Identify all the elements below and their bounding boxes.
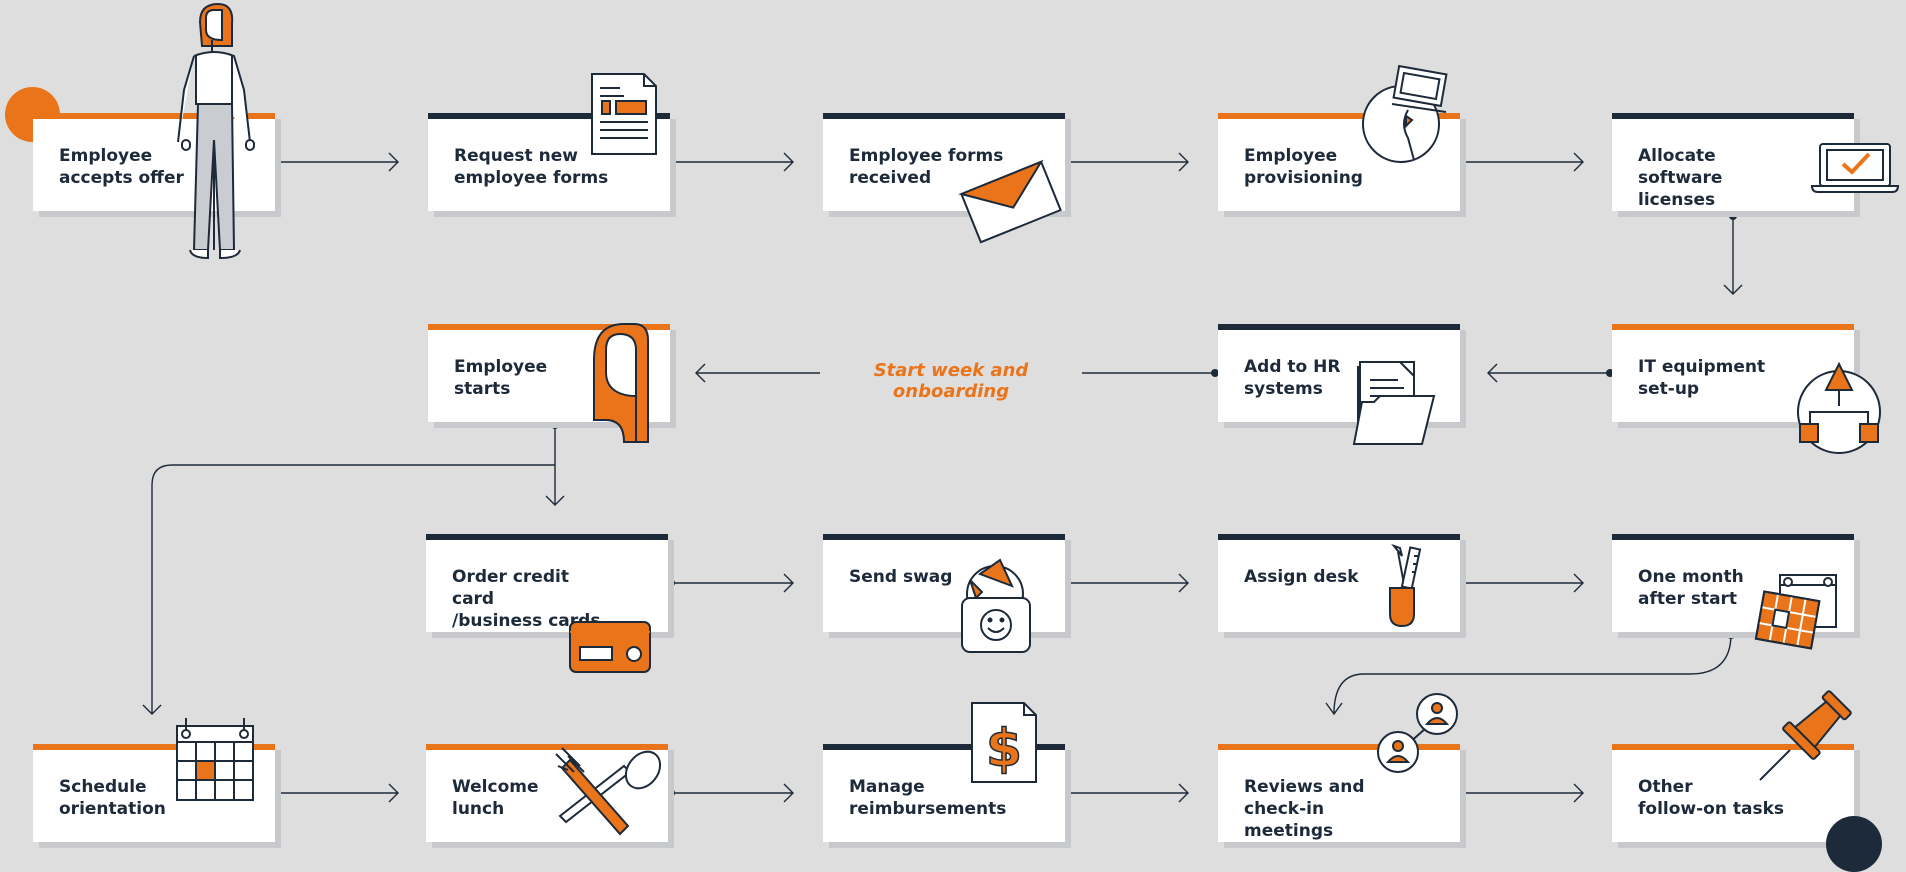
navy-circle-decoration [1826,816,1882,872]
connector-provision-licenses [1461,152,1584,172]
step-card-desk: Assign desk [1218,534,1460,632]
connector-reimburse-reviews [1066,783,1189,803]
step-label: Welcome lunch [452,777,539,819]
step-label: Request new employee forms [454,146,609,188]
connector-swag-desk [1066,573,1189,593]
step-card-request: Request new employee forms [428,113,670,211]
connector-month-reviews [1325,633,1732,716]
step-label: Manage reimbursements [849,777,1007,819]
step-card-swag: Send swag [823,534,1065,632]
step-card-cards: Order credit card /business cards [426,534,668,632]
step-card-it: IT equipment set-up [1612,324,1854,422]
step-card-reimburse: Manage reimbursements [823,744,1065,842]
connector-lunch-reimburse [671,783,794,803]
step-card-licenses: Allocate software licenses [1612,113,1854,211]
step-label: Reviews and check-in meetings [1244,777,1365,841]
step-label: Other follow-on tasks [1638,777,1785,819]
connector-orientation-lunch [276,783,399,803]
connector-dot [1211,369,1219,377]
step-card-other: Other follow-on tasks [1612,744,1854,842]
step-label: Assign desk [1244,567,1359,587]
step-card-reviews: Reviews and check-in meetings [1218,744,1460,842]
step-card-provision: Employee provisioning [1218,113,1460,211]
step-card-orientation: Schedule orientation [33,744,275,842]
connector-reviews-other [1461,783,1584,803]
step-card-lunch: Welcome lunch [426,744,668,842]
connector-request-received [671,152,794,172]
step-label: Schedule orientation [59,777,166,819]
step-label: One month after start [1638,567,1744,609]
connector-dot [1729,212,1737,220]
connector-dot [551,421,559,429]
connector-starts-orientation [142,464,555,715]
step-label: Employee accepts offer [59,146,184,188]
step-label: Employee forms received [849,146,1004,188]
step-label: Employee starts [454,357,548,399]
phase-label: Start week and onboarding [820,360,1082,402]
connector-desk-month [1461,573,1584,593]
step-card-hr: Add to HR systems [1218,324,1460,422]
step-label: Allocate software licenses [1638,146,1723,210]
step-card-starts: Employee starts [428,324,670,422]
step-card-received: Employee forms received [823,113,1065,211]
connector-licenses-it [1723,216,1743,295]
connector-dot [667,579,675,587]
connector-received-provision [1066,152,1189,172]
connector-dot [667,789,675,797]
connector-accept-request [276,152,399,172]
step-label: Send swag [849,567,953,587]
connector-cards-swag [671,573,794,593]
step-card-accept: Employee accepts offer [33,113,275,211]
step-label: IT equipment set-up [1638,357,1766,399]
step-label: Employee provisioning [1244,146,1363,188]
connector-it-hr [1487,363,1610,383]
step-label: Order credit card /business cards [452,567,601,631]
step-card-month: One month after start [1612,534,1854,632]
step-label: Add to HR systems [1244,357,1341,399]
